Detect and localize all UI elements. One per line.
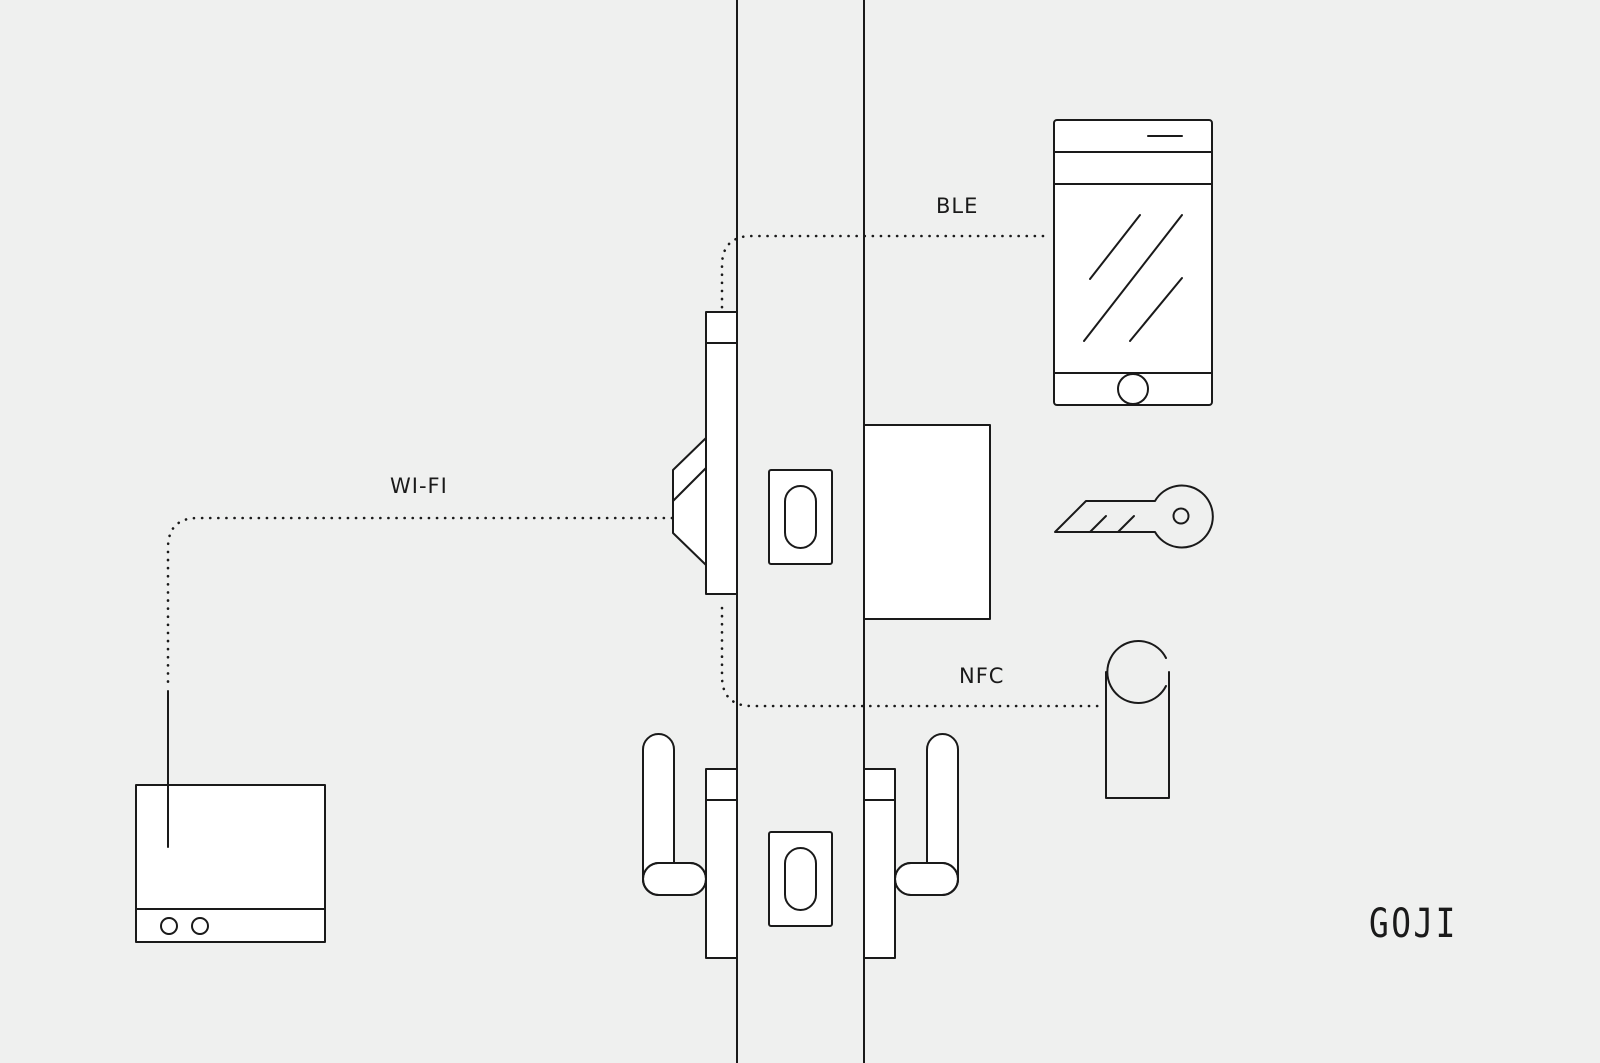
door-handle-right-icon bbox=[863, 733, 959, 959]
phone-screen-glare bbox=[1089, 214, 1141, 280]
key-icon bbox=[1054, 484, 1214, 549]
deadbolt-housing bbox=[863, 424, 991, 620]
wifi-router-icon bbox=[135, 690, 326, 943]
nfc-connection-line bbox=[720, 606, 1100, 708]
smart-lock-body bbox=[705, 311, 738, 595]
smart-lock-icon bbox=[672, 311, 738, 595]
deadbolt-cylinder-plate bbox=[768, 469, 833, 565]
ble-label: BLE bbox=[936, 194, 979, 218]
phone-home-button bbox=[1117, 373, 1149, 405]
handle-cylinder-plate bbox=[768, 831, 833, 927]
connection-lines bbox=[166, 234, 1100, 708]
wifi-label: WI-FI bbox=[390, 474, 448, 498]
smart-lock-thumb-turn bbox=[672, 437, 707, 566]
goji-logo: GOJI bbox=[1369, 901, 1458, 947]
smartphone-icon bbox=[1053, 119, 1213, 406]
wifi-connection-line bbox=[166, 516, 674, 690]
nfc-fob-icon bbox=[1105, 640, 1170, 799]
door-handle-left-icon bbox=[642, 733, 738, 959]
nfc-label: NFC bbox=[959, 664, 1005, 688]
ble-connection-line bbox=[720, 234, 1045, 314]
